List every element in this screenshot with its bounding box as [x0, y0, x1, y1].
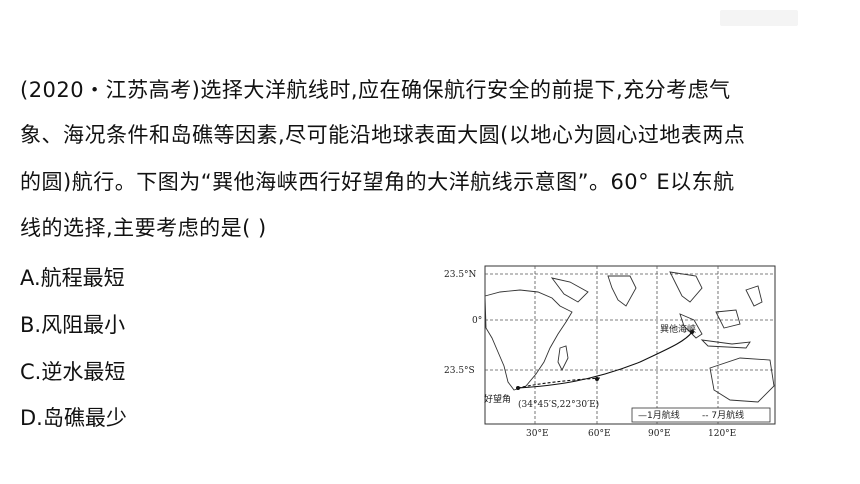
- indochina-landmass: [669, 271, 703, 303]
- legend-box: [631, 407, 771, 423]
- option-a[interactable]: A.航程最短: [20, 266, 125, 290]
- java-landmass: [700, 339, 751, 349]
- option-d[interactable]: D.岛礁最少: [20, 406, 127, 430]
- lat-label-23n: 23.5°N: [444, 270, 477, 280]
- option-b[interactable]: B.风阻最小: [20, 313, 126, 337]
- lon-label-30e: 30°E: [526, 429, 549, 439]
- january-route: [517, 331, 693, 389]
- arabia-landmass: [550, 277, 589, 303]
- india-landmass: [607, 275, 637, 307]
- philippines-landmass: [745, 285, 763, 307]
- route-map-figure: 23.5°N 0° 23.5°S 30°E 60°E 90°E 120°E 巽他…: [440, 262, 780, 440]
- sumatra-landmass: [679, 313, 703, 339]
- lon-label-60e: 60°E: [588, 429, 611, 439]
- cape-point: [516, 386, 520, 390]
- cape-label: 好望角: [484, 393, 511, 405]
- africa-landmass: [484, 289, 573, 391]
- route-point-60e: [595, 377, 599, 381]
- map-frame: [484, 265, 776, 425]
- legend-january: —1月航线: [638, 409, 680, 421]
- legend-july: -- 7月航线: [702, 409, 744, 421]
- cape-coordinate-label: (34°45′S,22°30′E): [518, 399, 599, 410]
- australia-landmass: [709, 357, 775, 403]
- question-line-1: (2020・江苏高考)选择大洋航线时,应在确保航行安全的前提下,充分考虑气: [20, 78, 731, 102]
- lat-label-0: 0°: [472, 316, 482, 326]
- madagascar-landmass: [557, 345, 569, 372]
- strait-label: 巽他海峡: [660, 323, 696, 335]
- july-route: [517, 377, 601, 389]
- lon-label-90e: 90°E: [648, 429, 671, 439]
- question-line-4: 线的选择,主要考虑的是( ): [20, 216, 267, 240]
- lat-label-23s: 23.5°S: [444, 366, 475, 376]
- borneo-landmass: [715, 309, 741, 329]
- question-line-2: 象、海况条件和岛礁等因素,尽可能沿地球表面大圆(以地心为圆心过地表两点: [20, 123, 746, 147]
- option-c[interactable]: C.逆水最短: [20, 360, 126, 384]
- lon-label-120e: 120°E: [708, 429, 736, 439]
- strait-point: [690, 330, 694, 334]
- question-line-3: 的圆)航行。下图为“巽他海峡西行好望角的大洋航线示意图”。60° E以东航: [20, 170, 735, 194]
- corner-watermark: [720, 10, 798, 26]
